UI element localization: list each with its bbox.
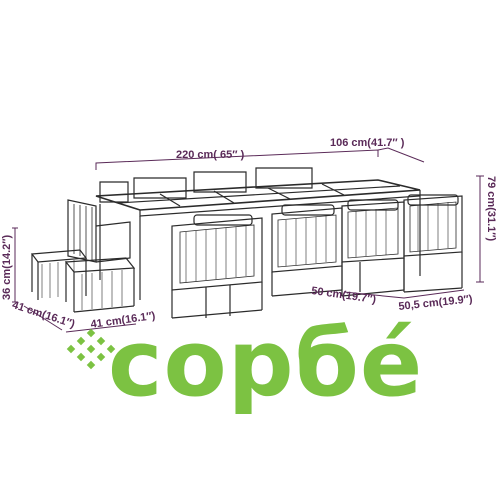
dim-line-stool-width bbox=[65, 323, 137, 333]
dim-line-height bbox=[476, 175, 484, 283]
stool-2 bbox=[64, 257, 136, 313]
back-chair-4 bbox=[255, 167, 313, 189]
table-edge bbox=[139, 190, 421, 217]
dim-table-depth: 106 cm(41.7″ ) bbox=[330, 137, 405, 149]
front-chair-2 bbox=[271, 204, 343, 297]
left-chair-seat bbox=[95, 221, 131, 263]
front-chair-3 bbox=[341, 199, 405, 297]
brand-logo-mark bbox=[66, 328, 116, 370]
dining-set-illustration bbox=[30, 167, 463, 319]
dim-line-stool-height bbox=[12, 227, 18, 303]
dim-line-table-depth bbox=[377, 147, 425, 163]
dim-table-length: 220 cm( 65″ ) bbox=[176, 149, 245, 161]
front-chair-4 bbox=[403, 194, 463, 293]
stool-1 bbox=[30, 249, 88, 300]
dim-height: 79 cm(31.1″) bbox=[485, 176, 497, 242]
dim-line-chair-width bbox=[343, 291, 405, 299]
table-midline bbox=[117, 185, 401, 204]
dimension-lines bbox=[12, 147, 484, 333]
back-chair-3 bbox=[193, 171, 247, 193]
front-chair-1 bbox=[171, 214, 263, 319]
dim-line-stool-depth bbox=[23, 305, 63, 331]
dim-line-chair-depth bbox=[403, 289, 465, 299]
back-chair-2 bbox=[133, 177, 187, 199]
brand-logo-text: сорбé bbox=[108, 310, 424, 417]
dim-line-table-length bbox=[95, 149, 379, 170]
dim-stool-height: 36 cm(14.2″) bbox=[1, 234, 13, 300]
